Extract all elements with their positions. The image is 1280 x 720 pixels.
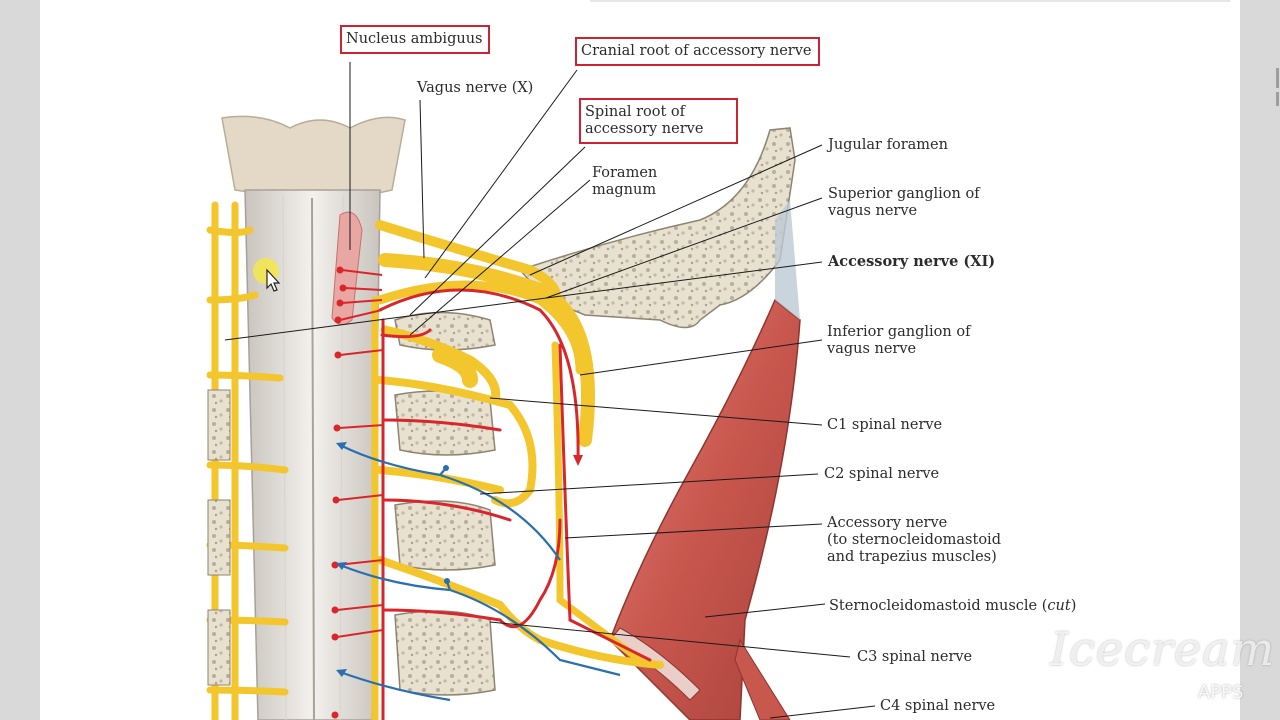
label-accessory-to-line3: and trapezius muscles) (827, 549, 997, 565)
label-accessory-to-line2: (to sternocleidomastoid (827, 532, 1001, 548)
label-scm-cut: cut (1047, 598, 1071, 614)
label-accessory-nerve-branch: Accessory nerve (to sternocleidomastoid … (827, 515, 1001, 566)
label-inferior-ganglion-line1: Inferior ganglion of (827, 324, 971, 340)
label-scm-main: Sternocleidomastoid muscle ( (829, 598, 1048, 614)
label-c1-spinal-nerve: C1 spinal nerve (827, 417, 943, 433)
label-foramen-line2: magnum (592, 182, 657, 198)
cursor-highlight-icon (253, 258, 281, 292)
label-superior-ganglion-line2: vagus nerve (828, 203, 918, 219)
label-sternocleidomastoid: Sternocleidomastoid muscle (cut) (829, 598, 1076, 615)
label-spinal-root-line2: accessory nerve (585, 121, 704, 137)
label-foramen-line1: Foramen (592, 165, 658, 181)
label-scm-close: ) (1070, 598, 1077, 614)
label-accessory-to-line1: Accessory nerve (827, 515, 948, 531)
label-c2-spinal-nerve: C2 spinal nerve (824, 466, 940, 482)
scrollbar-mark[interactable] (1276, 92, 1279, 106)
page-edge (590, 0, 1230, 2)
label-spinal-root-line1: Spinal root of (585, 104, 686, 120)
label-jugular-foramen: Jugular foramen (828, 137, 948, 153)
label-foramen-magnum: Foramen magnum (592, 165, 657, 199)
label-superior-ganglion-line1: Superior ganglion of (828, 186, 980, 202)
label-nucleus-ambiguus: Nucleus ambiguus (340, 25, 491, 54)
scrollbar-mark[interactable] (1276, 68, 1279, 88)
label-accessory-nerve-xi: Accessory nerve (XI) (828, 253, 996, 270)
label-vagus-nerve: Vagus nerve (X) (417, 80, 534, 96)
watermark-brand: Icecream (1050, 622, 1276, 676)
medulla-shape (221, 115, 406, 199)
label-c3-spinal-nerve: C3 spinal nerve (857, 649, 973, 665)
watermark-sub: APPS (1198, 682, 1244, 703)
label-spinal-root: Spinal root of accessory nerve (579, 98, 738, 144)
sternocleidomastoid-muscle (609, 298, 801, 720)
right-gutter (1240, 0, 1280, 720)
label-inferior-ganglion-line2: vagus nerve (827, 341, 917, 357)
label-superior-ganglion: Superior ganglion of vagus nerve (828, 186, 980, 220)
label-cranial-root: Cranial root of accessory nerve (575, 37, 820, 66)
label-c4-spinal-nerve: C4 spinal nerve (880, 698, 996, 714)
label-inferior-ganglion: Inferior ganglion of vagus nerve (827, 324, 970, 358)
